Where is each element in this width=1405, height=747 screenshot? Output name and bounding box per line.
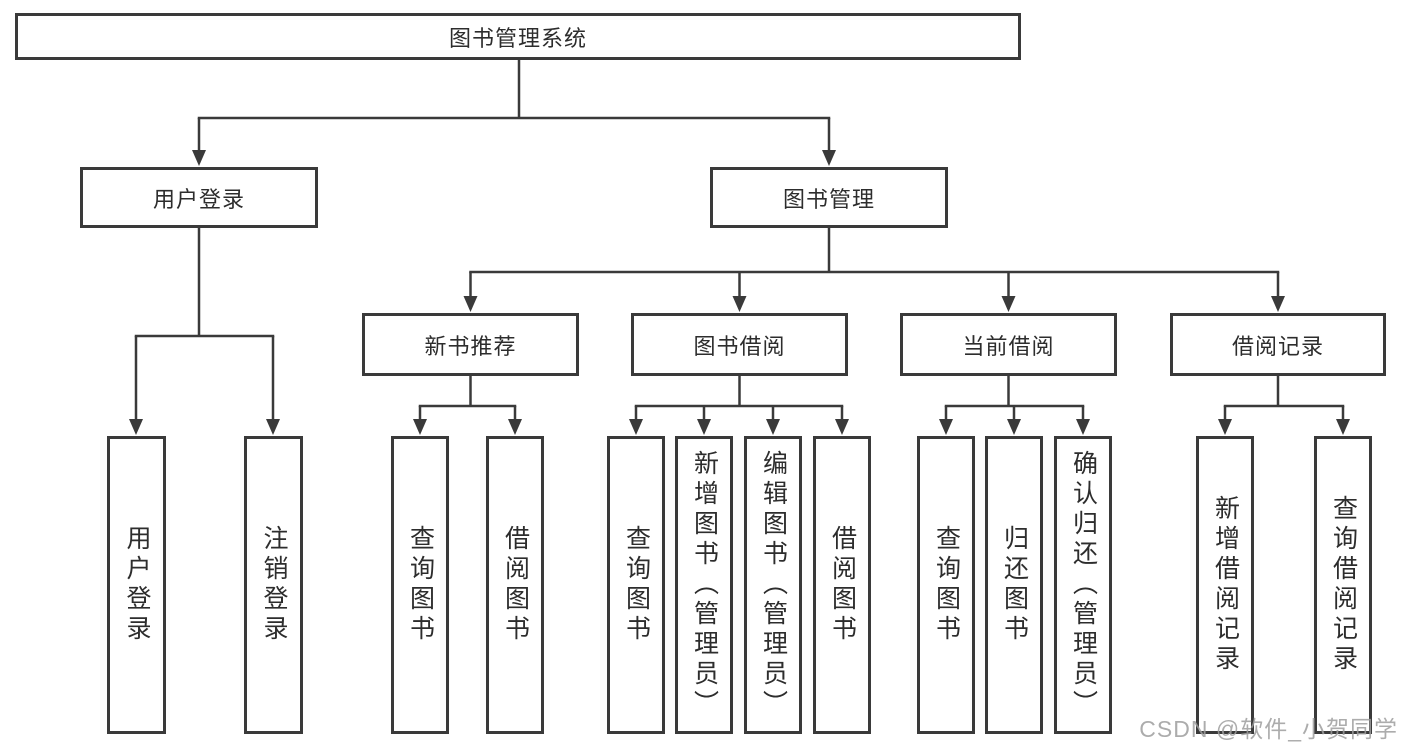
node-label: 查询图书 [622, 525, 651, 645]
node-book-borrowing: 图书借阅 [631, 313, 848, 376]
node-label: 查询借阅记录 [1329, 495, 1358, 675]
connectors-user-login [129, 226, 280, 435]
node-confirm-return-admin: 确认归还（管理员） [1054, 436, 1112, 734]
node-label: 用户登录 [123, 525, 151, 645]
node-book-management: 图书管理 [710, 167, 948, 228]
node-borrow-books-leaf: 借阅图书 [813, 436, 871, 734]
node-label: 新增借阅记录 [1211, 495, 1240, 675]
connectors-current-borrowing [939, 374, 1090, 435]
connectors-root [192, 58, 836, 166]
node-return-books: 归还图书 [985, 436, 1043, 734]
connectors-borrowing-records [1218, 374, 1350, 435]
node-library-management-system: 图书管理系统 [15, 13, 1021, 60]
csdn-watermark: CSDN @软件_小贺同学 [1139, 716, 1398, 742]
node-logout-leaf: 注销登录 [244, 436, 303, 734]
node-label: 借阅图书 [828, 525, 857, 645]
node-label: 查询图书 [406, 525, 435, 645]
connectors-book-borrowing [629, 374, 849, 435]
connectors-book-management [463, 226, 1285, 312]
connectors-new-book-recommendation [413, 374, 522, 435]
node-label: 编辑图书（管理员） [759, 450, 788, 720]
node-label: 注销登录 [260, 525, 288, 645]
node-label: 图书管理 [782, 186, 875, 212]
node-new-book-recommendation: 新书推荐 [362, 313, 579, 376]
node-add-borrow-record: 新增借阅记录 [1196, 436, 1254, 734]
node-query-books-borrowing: 查询图书 [607, 436, 665, 734]
node-label: 图书管理系统 [448, 25, 587, 51]
node-label: 归还图书 [1000, 525, 1029, 645]
node-query-borrow-record: 查询借阅记录 [1314, 436, 1372, 734]
node-label: 确认归还（管理员） [1069, 450, 1098, 720]
node-user-login-branch: 用户登录 [80, 167, 318, 228]
node-query-books-current: 查询图书 [917, 436, 975, 734]
node-borrow-books-recommend: 借阅图书 [486, 436, 544, 734]
node-current-borrowing: 当前借阅 [900, 313, 1117, 376]
node-query-books-recommend: 查询图书 [391, 436, 449, 734]
node-edit-books-admin: 编辑图书（管理员） [744, 436, 802, 734]
node-label: 新增图书（管理员） [690, 450, 719, 720]
node-label: 用户登录 [152, 186, 245, 212]
node-label: 借阅图书 [501, 525, 530, 645]
node-add-books-admin: 新增图书（管理员） [675, 436, 733, 734]
node-user-login-leaf: 用户登录 [107, 436, 166, 734]
node-borrowing-records: 借阅记录 [1170, 313, 1386, 376]
node-label: 新书推荐 [424, 333, 517, 359]
node-label: 借阅记录 [1231, 333, 1324, 359]
node-label: 图书借阅 [693, 333, 786, 359]
node-label: 查询图书 [932, 525, 961, 645]
node-label: 当前借阅 [962, 333, 1055, 359]
